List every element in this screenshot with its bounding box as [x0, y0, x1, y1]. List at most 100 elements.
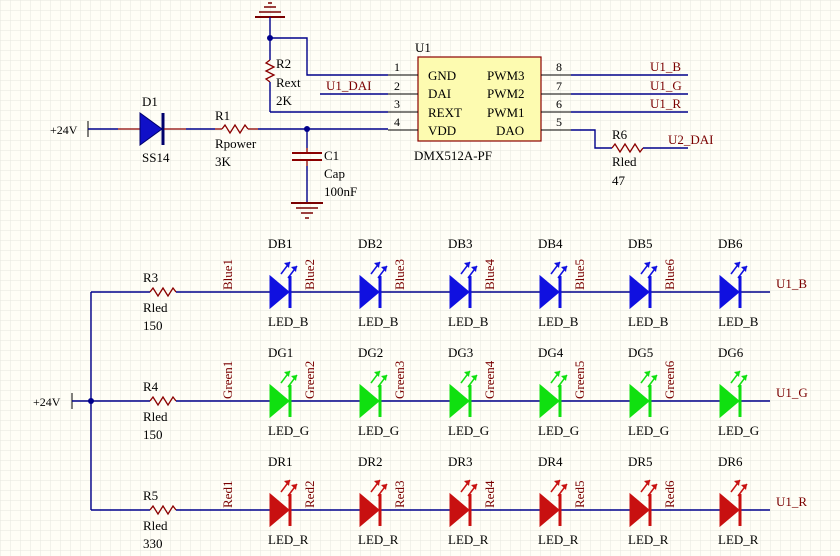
led-arrowhead: [374, 480, 380, 486]
led-value: LED_B: [448, 314, 489, 329]
led-row-1: [91, 370, 770, 419]
led-arrowhead: [561, 375, 567, 381]
led-body: [719, 492, 740, 528]
led-value: LED_G: [448, 423, 489, 438]
led-body: [359, 274, 380, 310]
ground-symbol-c1: [291, 202, 323, 219]
led-arrowhead: [381, 484, 387, 490]
r1-ref: R1: [215, 108, 230, 123]
led-body: [539, 274, 560, 310]
led-ref: DB3: [448, 236, 473, 251]
led-dr5: [629, 479, 658, 528]
led-dg5: [629, 370, 658, 419]
led-dr1: [269, 479, 298, 528]
led-value: LED_B: [268, 314, 309, 329]
led-body: [449, 492, 470, 528]
led-value: LED_G: [358, 423, 399, 438]
resistor-ref: R5: [143, 488, 158, 503]
led-dr3: [449, 479, 478, 528]
led-arrowhead: [291, 266, 297, 272]
led-ref: DG1: [268, 345, 293, 360]
led-dg4: [539, 370, 568, 419]
net-label-between-leds: Green5: [572, 361, 587, 399]
led-value: LED_R: [628, 532, 669, 547]
led-arrowhead: [464, 371, 470, 377]
net-label-between-leds: Blue4: [482, 258, 497, 290]
led-ref: DB6: [718, 236, 743, 251]
led-body: [269, 492, 290, 528]
resistor-ref: R4: [143, 379, 159, 394]
led-body: [539, 492, 560, 528]
u1-pin-8-name: PWM3: [487, 68, 525, 83]
led-value: LED_R: [358, 532, 399, 547]
ground-symbol-top: [255, 2, 285, 38]
led-arrowhead: [374, 262, 380, 268]
resistor-ref: R3: [143, 270, 158, 285]
led-body: [719, 274, 740, 310]
net-label-between-leds: Red3: [392, 481, 407, 508]
u1-pin-4-num: 4: [394, 115, 400, 129]
led-ref: DG2: [358, 345, 383, 360]
power-port-top: +24V: [50, 121, 118, 137]
led-ref: DG5: [628, 345, 653, 360]
led-ref: DB1: [268, 236, 293, 251]
led-arrowhead: [554, 480, 560, 486]
led-arrowhead: [464, 262, 470, 268]
net-label-between-leds: Green3: [392, 361, 407, 399]
led-dr6: [719, 479, 748, 528]
net-label-between-leds: Red2: [302, 481, 317, 508]
led-row-2: [91, 479, 770, 528]
r6-ref: R6: [612, 127, 628, 142]
r2-ref: R2: [276, 56, 291, 71]
led-body: [359, 492, 380, 528]
led-value: LED_R: [718, 532, 759, 547]
d1-value: SS14: [142, 150, 170, 165]
led-value: LED_G: [538, 423, 579, 438]
net-label-between-leds: Green4: [482, 360, 497, 399]
resistor-value: Rled: [143, 409, 168, 424]
r6-value2: 47: [612, 173, 626, 188]
led-arrowhead: [561, 266, 567, 272]
resistor-value: Rled: [143, 300, 168, 315]
u1-ref: U1: [415, 40, 431, 55]
led-arrowhead: [464, 480, 470, 486]
led-arrowhead: [734, 262, 740, 268]
led-arrowhead: [651, 266, 657, 272]
led-arrowhead: [554, 262, 560, 268]
u1-body: [417, 56, 542, 142]
capacitor-c1: C1 Cap 100nF: [292, 129, 357, 203]
u1-pin-6-num: 6: [556, 97, 562, 111]
led-arrowhead: [741, 266, 747, 272]
u1-pin-4-name: VDD: [428, 123, 456, 138]
led-body: [449, 383, 470, 419]
resistor-r2: R2 Rext 2K: [264, 38, 388, 113]
led-arrowhead: [381, 375, 387, 381]
led-arrowhead: [291, 484, 297, 490]
led-value: LED_R: [538, 532, 579, 547]
led-ref: DB5: [628, 236, 653, 251]
led-dg2: [359, 370, 388, 419]
led-arrowhead: [284, 480, 290, 486]
led-db1: [269, 261, 298, 310]
led-db4: [539, 261, 568, 310]
led-arrowhead: [381, 266, 387, 272]
led-ref: DR6: [718, 454, 743, 469]
led-ref: DB2: [358, 236, 383, 251]
c1-ref: C1: [324, 148, 339, 163]
led-value: LED_G: [628, 423, 669, 438]
u1-pin-5-name: DAO: [496, 123, 524, 138]
led-arrowhead: [284, 262, 290, 268]
c1-value2: 100nF: [324, 184, 357, 199]
diode-d1: D1 SS14: [118, 94, 186, 165]
led-body: [629, 383, 650, 419]
net-label-row-end: U1_R: [776, 494, 807, 509]
led-body: [719, 383, 740, 419]
net-label-between-leds: Blue6: [662, 258, 677, 290]
resistor-r1: R1 Rpower 3K: [215, 108, 258, 169]
led-arrowhead: [561, 484, 567, 490]
led-body: [449, 274, 470, 310]
net-label-between-leds: Green2: [302, 361, 317, 399]
net-label-u1-b-top: U1_B: [650, 59, 681, 74]
u1-pin-7-num: 7: [556, 79, 562, 93]
u1-pin-2-name: DAI: [428, 86, 451, 101]
